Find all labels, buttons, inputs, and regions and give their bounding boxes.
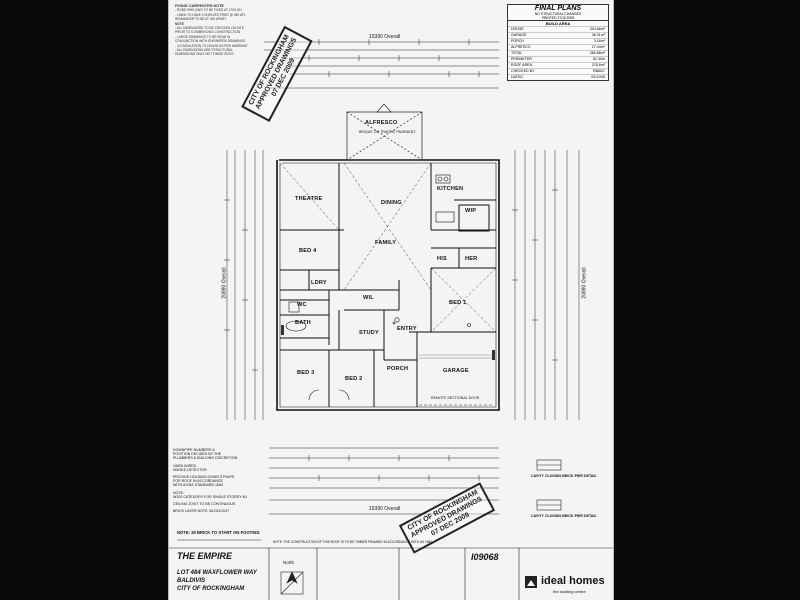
room-laundry: LDRY bbox=[311, 280, 327, 286]
room-theatre: THEATRE bbox=[295, 196, 323, 202]
left-note: PLUMBERS & BUILDING DISCRETION bbox=[173, 456, 238, 461]
left-note: HARD WIRED bbox=[173, 463, 197, 468]
floor-plan-linework bbox=[169, 39, 613, 600]
left-note: SMOKE DETECTOR bbox=[173, 467, 207, 472]
room-family: FAMILY bbox=[375, 240, 397, 246]
title-block-printed: PRINTED 27/11/2009 bbox=[541, 16, 575, 20]
top-overall-dimension: 15390 Overall bbox=[369, 34, 401, 40]
notes-line: - LINEN TO HAVE 4 SHELVES FIRST @ 450 AF… bbox=[175, 12, 246, 17]
title-block-section: BUILD AREA bbox=[508, 20, 608, 26]
room-wil: WIL bbox=[363, 295, 374, 301]
construction-notes: FIXING CARPENTER NOTE - ROBE SHELVING TO… bbox=[175, 4, 275, 57]
notes-line: REMAINDER TO BE AT 400 APART bbox=[175, 17, 227, 22]
room-dining: DINING bbox=[381, 200, 402, 206]
alfresco-note: BRIQUE OR TRAFFIC PAVEMENT bbox=[359, 130, 416, 134]
left-note: WITH AS/NZ STANDARD 1684 bbox=[173, 483, 224, 488]
notes-heading: FIXING CARPENTER NOTE bbox=[175, 4, 224, 8]
drawing-sheet: FIXING CARPENTER NOTE - ROBE SHELVING TO… bbox=[168, 0, 614, 600]
room-porch: PORCH bbox=[387, 366, 409, 372]
lot-address: LOT 484 WAXFLOWER WAY bbox=[177, 570, 257, 576]
suburb: BALDIVIS bbox=[177, 578, 206, 584]
room-kitchen: KITCHEN bbox=[437, 186, 464, 192]
room-entry: ENTRY bbox=[397, 326, 417, 332]
room-bed1: BED 1 bbox=[449, 300, 467, 306]
left-note: W100 CATEGORY FOR SINGLE STOREY N1 bbox=[173, 494, 248, 499]
bottom-overall-dimension: 15390 Overall bbox=[369, 506, 401, 512]
notes-line: - ALL DIMENSIONS TO BE CHECKED ON SITE bbox=[175, 26, 244, 31]
room-study: STUDY bbox=[359, 330, 379, 336]
room-bath: BATH bbox=[295, 320, 311, 326]
title-block: FINAL PLANS NO STRUCTURAL CHANGES PRINTE… bbox=[507, 4, 609, 81]
right-overall-dimension: 20890 Overall bbox=[581, 267, 588, 299]
notes-line: DIMENSIONS ONLY NOT FINISH SIZES bbox=[175, 52, 234, 57]
left-note: NOTE: bbox=[173, 490, 184, 495]
room-wc: WC bbox=[297, 302, 307, 308]
brick-note: NOTE: 20 BRICK TO START ON FOOTING bbox=[177, 530, 260, 535]
company-tagline: the building centre bbox=[553, 589, 586, 594]
left-note: CEILING JOIST TO BE CONTINUOUS bbox=[173, 502, 236, 507]
room-bed2: BED 2 bbox=[345, 376, 363, 382]
cavity-detail-2: CAVITY CLOSING BRICK PIER DETAIL bbox=[531, 514, 597, 518]
room-bed3: BED 3 bbox=[297, 370, 315, 376]
room-garage: GARAGE bbox=[443, 368, 469, 374]
cavity-detail-1: CAVITY CLOSING BRICK PIER DETAIL bbox=[531, 474, 597, 478]
room-alfresco: ALFRESCO bbox=[365, 120, 398, 126]
left-note: DOWNPIPE NUMBERS & bbox=[173, 448, 215, 452]
company-name: ideal homes bbox=[541, 575, 605, 587]
left-side-notes: DOWNPIPE NUMBERS & POSITION DECIDED BY T… bbox=[173, 448, 265, 513]
room-wip: WIP bbox=[465, 208, 477, 214]
room-his: HIS bbox=[437, 256, 447, 262]
notes-line: - 3.0 INSULATION TO HOUSE AS PER WARRANT bbox=[175, 43, 248, 48]
room-her: HER bbox=[465, 256, 478, 262]
notes-line: - ROBE SHELVING TO BE FIXED AT 1700 AFL bbox=[175, 8, 243, 13]
room-bed4: BED 4 bbox=[299, 248, 317, 254]
left-note: BRICK LAYER NOTE: BLOCKOUT bbox=[173, 509, 230, 514]
notes-line: CONJUNCTION WITH ENGINEERS DRAWINGS bbox=[175, 39, 246, 44]
left-note: FOR ROOF IN ACCORDANCE bbox=[173, 479, 223, 484]
notes-line: NOTE bbox=[175, 21, 184, 26]
title-block-heading: FINAL PLANS bbox=[534, 5, 582, 12]
notes-line: - ALL DIMENSIONS ARE STRUCTURAL bbox=[175, 48, 233, 53]
garage-note: REMOTE SECTIONAL DOOR bbox=[431, 396, 480, 400]
north-label: North bbox=[283, 560, 295, 565]
construction-note: NOTE: THE CONSTRUCTION OF THIS ROOF IS T… bbox=[273, 540, 433, 544]
title-block-subtitle: NO STRUCTURAL CHANGES bbox=[534, 12, 582, 16]
left-note: PROVIDE HOLDING DOWN STRAPS bbox=[173, 475, 235, 480]
job-number: I09068 bbox=[471, 552, 499, 562]
council: CITY OF ROCKINGHAM bbox=[177, 586, 245, 592]
notes-line: - LARGE DRAWINGS TO BE READ IN bbox=[175, 34, 231, 39]
left-overall-dimension: 20890 Overall bbox=[221, 267, 228, 299]
plan-name: THE EMPIRE bbox=[177, 551, 233, 561]
left-note: POSITION DECIDED BY THE bbox=[173, 452, 222, 457]
notes-line: PRIOR TO COMMENCING CONSTRUCTION bbox=[175, 30, 241, 35]
